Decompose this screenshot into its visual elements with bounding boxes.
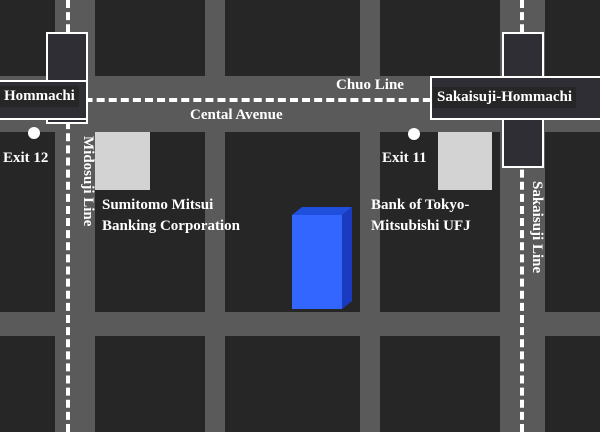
station-label-sakaisuji-hommachi: Sakaisuji-Hommachi xyxy=(433,87,577,108)
city-block xyxy=(0,0,55,76)
target-building-top xyxy=(292,207,352,215)
target-building-front xyxy=(292,215,342,309)
midosuji-line-track xyxy=(66,0,70,432)
chuo-line-track xyxy=(0,98,600,102)
city-block xyxy=(380,336,500,432)
target-building-side xyxy=(342,207,352,309)
city-block xyxy=(545,132,600,312)
city-block xyxy=(545,0,600,76)
city-block xyxy=(95,0,205,76)
target-building xyxy=(292,207,352,309)
smbc-label-line1: Sumitomo Mitsui xyxy=(102,197,214,213)
smbc-building xyxy=(95,132,150,190)
city-block xyxy=(95,336,205,432)
city-block xyxy=(0,132,55,312)
btmu-label-line1: Bank of Tokyo- xyxy=(371,197,470,213)
station-label-hommachi: Hommachi xyxy=(0,86,79,107)
city-block xyxy=(225,0,360,76)
city-block xyxy=(380,0,500,76)
city-block xyxy=(545,336,600,432)
chuo-line-label: Chuo Line xyxy=(336,77,404,93)
city-block xyxy=(225,336,360,432)
exit-12-marker xyxy=(28,127,40,139)
btmu-label-line2: Mitsubishi UFJ xyxy=(371,218,471,234)
street-label-cental-avenue: Cental Avenue xyxy=(190,107,283,123)
sakaisuji-line-label: Sakaisuji Line xyxy=(529,181,545,274)
city-block xyxy=(0,336,55,432)
exit-11-marker xyxy=(408,128,420,140)
exit-11-label: Exit 11 xyxy=(382,150,427,166)
midosuji-line-label: Midosuji Line xyxy=(80,136,96,227)
smbc-label-line2: Banking Corporation xyxy=(102,218,240,234)
btmu-building xyxy=(438,132,492,190)
sakaisuji-line-track xyxy=(520,0,524,432)
exit-12-label: Exit 12 xyxy=(3,150,49,166)
